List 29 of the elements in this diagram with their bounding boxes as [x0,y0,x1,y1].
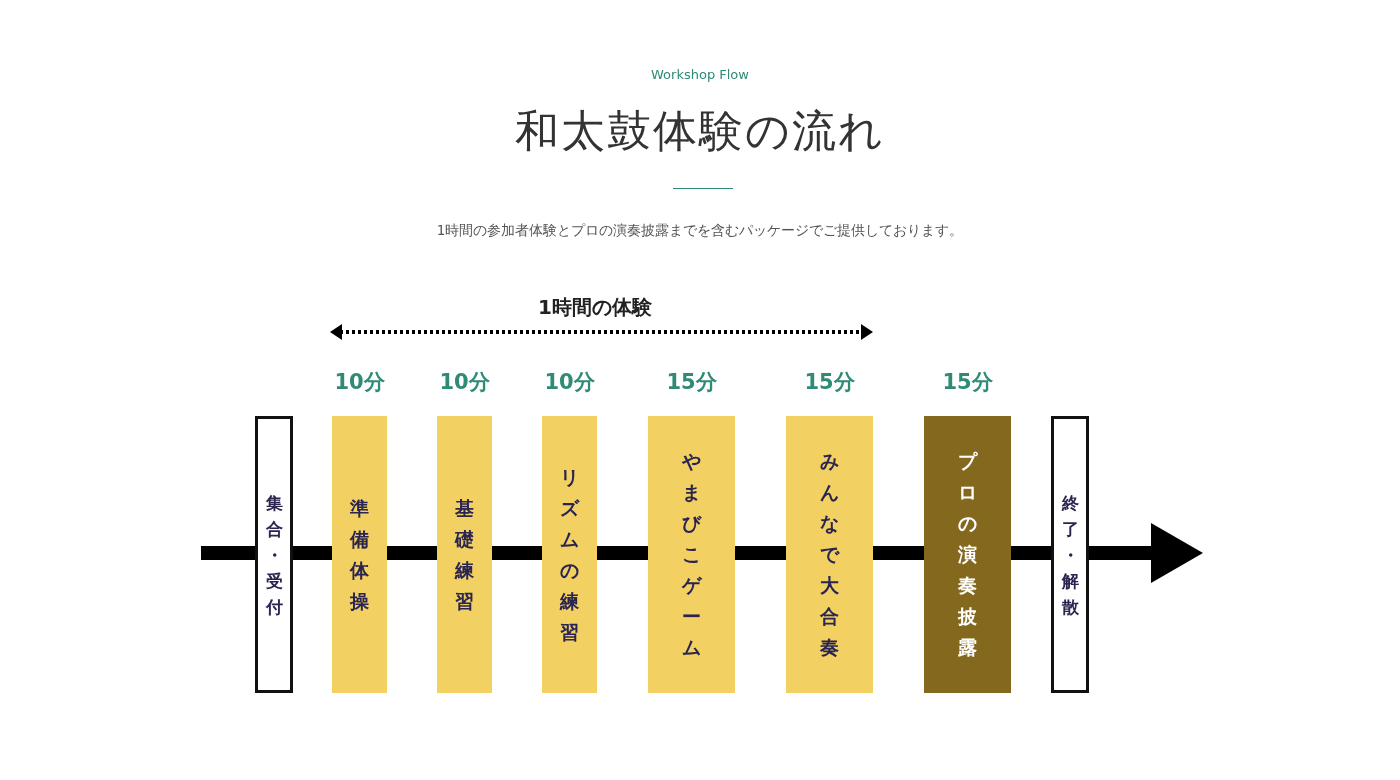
step-text: みんなで大合奏 [819,449,840,660]
step-text: リズムの練習 [559,464,580,645]
timeline-line [387,546,437,560]
step-text: 基礎練習 [454,495,475,614]
endpoint-bar [1051,416,1089,693]
step-text: やまびこゲーム [681,449,702,660]
timeline-arrow [1089,523,1203,583]
duration-text: 15分 [666,369,717,396]
duration-text: 15分 [804,369,855,396]
endpoint-bar [255,416,293,693]
timeline-line [201,546,255,560]
span-label: 1時間の体験 [537,294,653,321]
duration-text: 10分 [334,369,385,396]
duration-text: 10分 [439,369,490,396]
timeline-line [293,546,332,560]
timeline-line [597,546,648,560]
description-text: 1時間の参加者体験とプロの演奏披露までを含むパッケージでご提供しております。 [435,222,965,240]
timeline-line [1011,546,1051,560]
step-text: プロの演奏披露 [957,449,978,660]
duration-text: 15分 [942,369,993,396]
duration-text: 10分 [544,369,595,396]
step-text: 準備体操 [349,495,370,614]
subtitle: Workshop Flow [650,67,750,82]
step-text: 集合・受付 [264,491,284,619]
timeline-line [735,546,786,560]
timeline-line [492,546,542,560]
step-text: 終了・解散 [1060,491,1080,619]
title: 和太鼓体験の流れ [514,104,886,158]
timeline-line [873,546,924,560]
